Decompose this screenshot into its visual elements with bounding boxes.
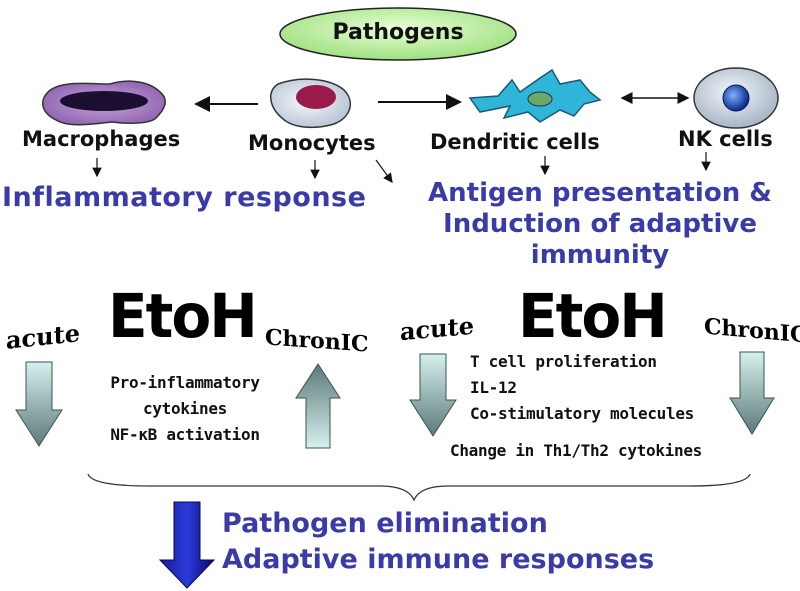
antigen-line-1: Antigen presentation & (428, 178, 772, 208)
dendritic-cells-label: Dendritic cells (430, 130, 600, 154)
pathogens-title: Pathogens (332, 20, 464, 45)
chronic-up-arrow-left (295, 363, 341, 449)
antigen-presentation-block: Antigen presentation & Induction of adap… (412, 178, 788, 271)
left-effect-2: cytokines (143, 399, 227, 418)
th1-th2-change-label: Change in Th1/Th2 cytokines (450, 441, 702, 460)
acute-down-arrow-left (15, 361, 63, 447)
inflammatory-response-label: Inflammatory response (2, 182, 367, 213)
chronic-down-arrow-right (729, 351, 775, 435)
right-effects-list: T cell proliferation IL-12 Co-stimulator… (470, 349, 694, 427)
bottom-brace (87, 473, 751, 502)
left-effect-1: Pro-inflammatory (110, 373, 260, 392)
monocytes-label: Monocytes (248, 131, 376, 155)
left-effects-list: Pro-inflammatory cytokines NF-κB activat… (80, 370, 290, 448)
arrow-monocytes-diag (375, 159, 393, 183)
dendritic-cell-icon (468, 68, 602, 123)
right-effect-3: Co-stimulatory molecules (470, 404, 694, 423)
outcome-down-arrow (158, 501, 216, 589)
outcome-line-2: Adaptive immune responses (222, 544, 655, 575)
nk-cells-label: NK cells (678, 127, 773, 151)
nk-cell-icon (693, 67, 779, 129)
right-effect-1: T cell proliferation (470, 352, 657, 371)
monocyte-cell-icon (270, 78, 352, 129)
antigen-line-2: Induction of adaptive (443, 209, 757, 239)
outcome-line-1: Pathogen elimination (222, 508, 548, 539)
acute-down-arrow-right (409, 353, 457, 437)
left-effect-3: NF-κB activation (110, 425, 260, 444)
antigen-line-3: immunity (530, 240, 670, 270)
right-effect-2: IL-12 (470, 378, 517, 397)
etoh-left-label: EtoH (108, 280, 258, 352)
macrophage-cell-icon (42, 80, 166, 126)
etoh-right-label: EtoH (518, 280, 668, 352)
outcome-block: Pathogen elimination Adaptive immune res… (222, 506, 654, 578)
pathogens-oval (279, 7, 517, 61)
macrophages-label: Macrophages (22, 127, 181, 151)
